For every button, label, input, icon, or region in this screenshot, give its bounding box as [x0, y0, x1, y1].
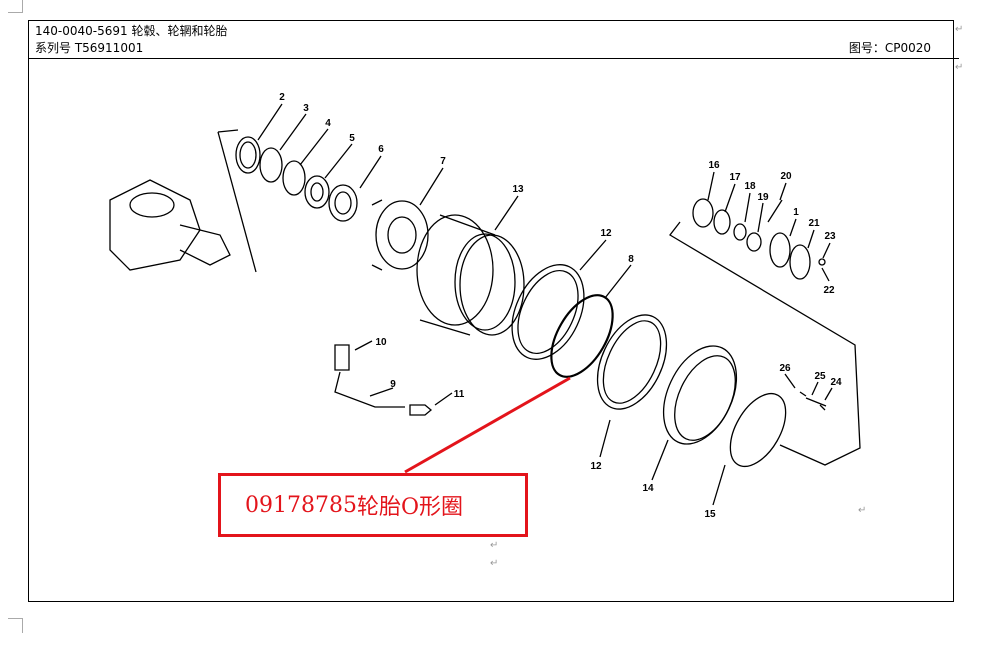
paragraph-mark: ↵ [955, 62, 964, 73]
callout-10: 10 [375, 337, 387, 348]
callout-9: 9 [390, 379, 396, 390]
callout-15: 15 [704, 509, 716, 520]
callout-13: 13 [512, 184, 524, 195]
callout-17: 17 [729, 172, 741, 183]
callout-20: 20 [780, 171, 792, 182]
callout-19: 19 [757, 192, 769, 203]
callout-12: 12 [600, 228, 612, 239]
series-number: 系列号 T56911001 [29, 39, 959, 59]
callout-1: 1 [793, 207, 799, 218]
page-frame: 140-0040-5691 轮毂、轮辋和轮胎 系列号 T56911001 图号：… [28, 20, 959, 602]
callout-18: 18 [744, 181, 756, 192]
axle-housing [109, 179, 231, 271]
callout-26: 26 [779, 363, 791, 374]
part-number: 09178785 [245, 492, 357, 518]
doc-title: 140-0040-5691 轮毂、轮辋和轮胎 [35, 24, 228, 38]
callout-24: 24 [830, 377, 842, 388]
paragraph-mark: ↵ [490, 558, 499, 569]
callout-23: 23 [824, 231, 836, 242]
callout-12: 12 [590, 461, 602, 472]
paragraph-mark: ↵ [490, 540, 499, 551]
callout-11: 11 [454, 389, 465, 400]
callout-7: 7 [440, 156, 446, 167]
crop-mark [8, 618, 23, 633]
part-name: 轮胎O形圈 [356, 495, 464, 520]
callout-22: 22 [823, 285, 835, 296]
callout-14: 14 [642, 483, 654, 494]
callout-5: 5 [349, 133, 355, 144]
figure-number: 图号：CP0020 [848, 41, 931, 55]
highlight-arrow [404, 376, 571, 474]
paragraph-mark: ↵ [858, 505, 867, 516]
callout-6: 6 [378, 144, 384, 155]
highlighted-part-label: 09178785 轮胎O形圈 [218, 473, 528, 537]
callout-25: 25 [814, 371, 826, 382]
callout-8: 8 [628, 254, 634, 265]
callout-3: 3 [303, 103, 309, 114]
callout-4: 4 [325, 118, 331, 129]
crop-mark [8, 0, 23, 13]
callout-16: 16 [708, 160, 720, 171]
callout-21: 21 [808, 218, 820, 229]
callout-2: 2 [279, 92, 285, 103]
paragraph-mark: ↵ [955, 24, 964, 35]
